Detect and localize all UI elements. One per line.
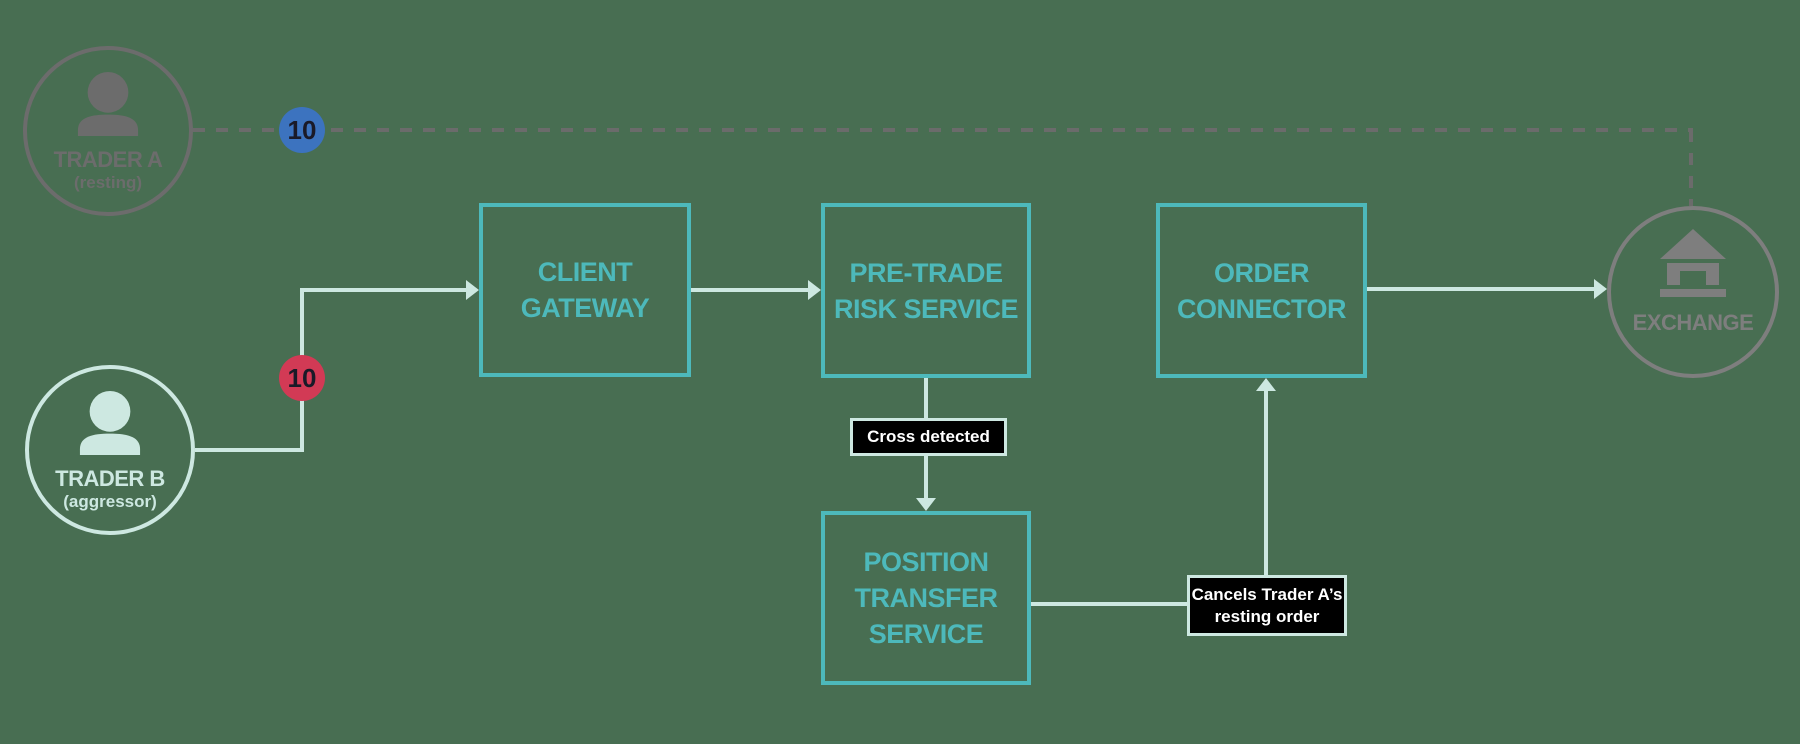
position-transfer-label: POSITION TRANSFER SERVICE — [854, 547, 999, 649]
node-order-connector: ORDER CONNECTOR — [1156, 203, 1367, 378]
flow-line-risk-to-cross-label — [924, 378, 928, 418]
order-connector-label: ORDER CONNECTOR — [1176, 257, 1347, 324]
arrowhead-into-pre-trade-risk — [808, 280, 821, 300]
node-client-gateway: CLIENT GATEWAY — [479, 203, 691, 377]
order-qty-badge-trader-a: 10 — [279, 107, 325, 153]
person-icon — [77, 72, 139, 136]
actor-trader-b: TRADER B (aggressor) — [25, 365, 195, 535]
flow-line-trader-b-to-gateway — [300, 288, 466, 292]
trader-a-name: TRADER A — [53, 147, 163, 172]
arrowhead-into-exchange — [1594, 279, 1607, 299]
flow-line-cross-label-to-position — [924, 455, 928, 499]
client-gateway-label: CLIENT GATEWAY — [520, 257, 650, 323]
actor-exchange: EXCHANGE — [1607, 206, 1779, 378]
pre-trade-risk-label: PRE-TRADE RISK SERVICE — [833, 257, 1019, 324]
node-position-transfer-service: POSITION TRANSFER SERVICE — [821, 511, 1031, 685]
person-icon — [79, 391, 141, 455]
exchange-name: EXCHANGE — [1632, 310, 1754, 335]
flow-line-cancel-label-to-connector — [1264, 391, 1268, 577]
cross-detected-text: Cross detected — [867, 427, 990, 446]
trader-a-role: (resting) — [74, 173, 142, 192]
dashed-line-down-to-exchange — [1689, 130, 1693, 206]
arrowhead-into-order-connector — [1256, 378, 1276, 391]
node-pre-trade-risk-service: PRE-TRADE RISK SERVICE — [821, 203, 1031, 378]
flow-line-gateway-to-risk — [691, 288, 808, 292]
trader-b-name: TRADER B — [55, 466, 165, 491]
order-qty-badge-trader-b: 10 — [279, 355, 325, 401]
arrowhead-into-position-transfer — [916, 498, 936, 511]
cancel-resting-text: Cancels Trader A’s resting order — [1191, 584, 1343, 626]
dashed-line-trader-a-to-exchange — [193, 128, 1693, 132]
flow-line-trader-b-out — [195, 448, 302, 452]
annotation-cancels-resting-order: Cancels Trader A’s resting order — [1187, 575, 1347, 636]
flow-line-connector-to-exchange — [1367, 287, 1594, 291]
arrowhead-into-client-gateway — [466, 280, 479, 300]
actor-trader-a: TRADER A (resting) — [23, 46, 193, 216]
trader-b-role: (aggressor) — [63, 492, 157, 511]
flow-line-position-to-cancel-label — [1031, 602, 1187, 606]
bank-icon — [1660, 229, 1726, 297]
annotation-cross-detected: Cross detected — [850, 418, 1007, 456]
